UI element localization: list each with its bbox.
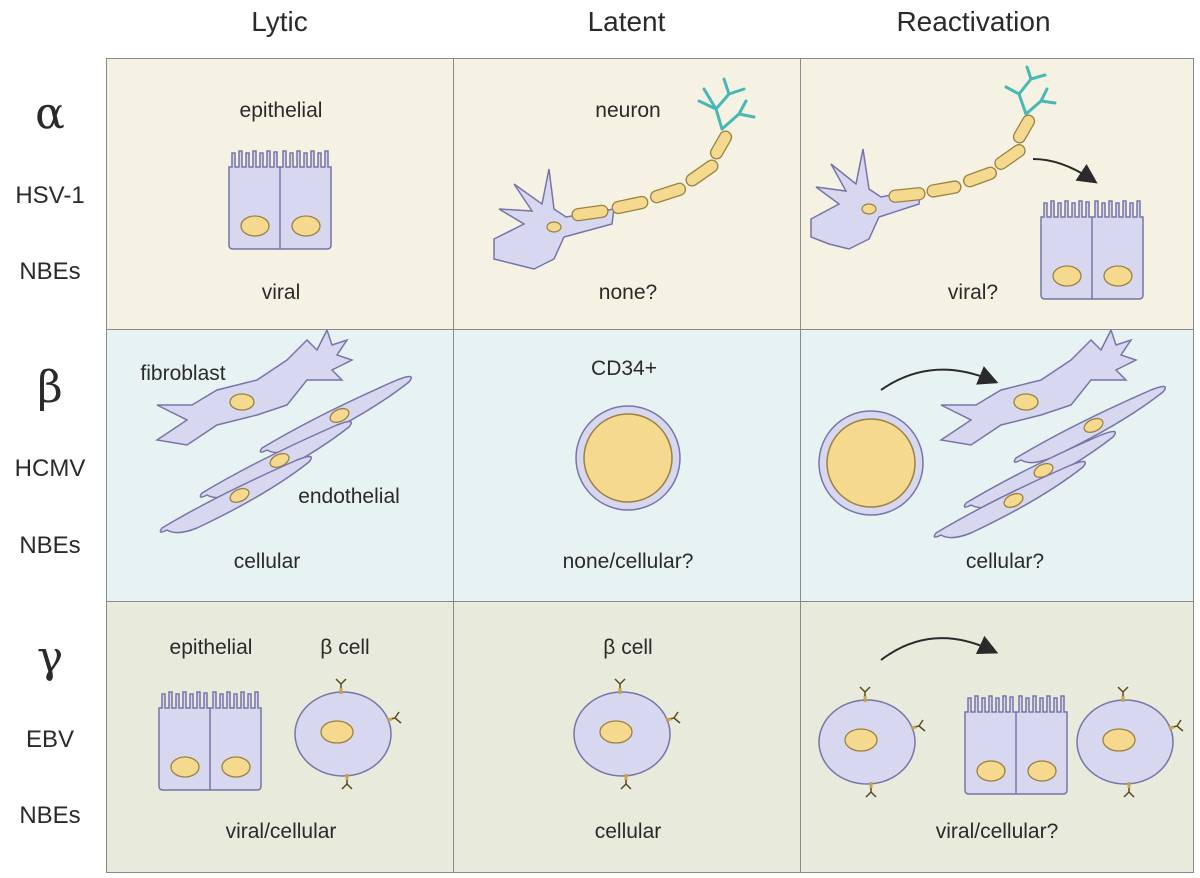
column-header-latent: Latent xyxy=(587,6,666,37)
row-nbes-beta: NBEs xyxy=(19,532,81,559)
b-cell-icon xyxy=(817,685,927,799)
cell-gamma-latent: β cell cellular xyxy=(453,601,801,873)
cell-alpha-reactivation: viral? xyxy=(800,58,1194,330)
nbe-label: cellular? xyxy=(965,550,1045,573)
endothelial-cell-icon xyxy=(159,455,313,534)
cell-type-label: neuron xyxy=(595,99,661,122)
cell-alpha-latent: neuron none? xyxy=(453,58,801,330)
cd34-cell-icon xyxy=(575,405,681,511)
nbe-label: none/cellular? xyxy=(562,550,694,573)
nbe-label: none? xyxy=(598,281,658,304)
cell-type-label: fibroblast xyxy=(140,362,226,385)
reactivation-arrow-icon xyxy=(880,635,999,661)
b-cell-icon xyxy=(293,677,403,791)
b-cell-icon xyxy=(1075,685,1185,799)
cell-type-label: β cell xyxy=(320,636,370,659)
nbe-label: viral xyxy=(261,281,301,304)
nbe-label: cellular xyxy=(594,820,662,843)
cell-gamma-reactivation: viral/cellular? xyxy=(800,601,1194,873)
column-header-reactivation: Reactivation xyxy=(896,6,1051,37)
nbe-label: viral? xyxy=(947,281,999,304)
cell-type-label: CD34+ xyxy=(591,357,657,380)
cell-alpha-lytic: epithelial viral xyxy=(106,58,454,330)
diagram-grid: epithelial viral neuron xyxy=(106,58,1194,873)
column-header-lytic: Lytic xyxy=(251,6,308,37)
neuron-icon xyxy=(493,77,756,270)
cell-type-label: endothelial xyxy=(298,485,400,508)
cell-gamma-lytic: epithelial β cell viral/cellular xyxy=(106,601,454,873)
row-greek-alpha: α xyxy=(35,88,65,139)
reactivation-art xyxy=(818,330,1167,539)
cell-type-label: β cell xyxy=(603,636,653,659)
epithelial-cell-icon xyxy=(964,695,1068,795)
nbe-label: viral/cellular? xyxy=(935,820,1059,843)
cell-type-label: epithelial xyxy=(169,636,253,659)
reactivation-arrow-icon xyxy=(1032,158,1098,184)
cell-beta-lytic: fibroblast endothelial cellular xyxy=(106,329,454,602)
nbe-label: cellular xyxy=(233,550,301,573)
row-virus-beta: HCMV xyxy=(14,455,86,482)
row-greek-beta: β xyxy=(37,362,63,413)
reactivation-gamma-art xyxy=(817,635,1185,799)
nbe-label: viral/cellular xyxy=(225,820,337,843)
cell-beta-latent: CD34+ none/cellular? xyxy=(453,329,801,602)
neuron-icon xyxy=(810,65,1144,300)
row-virus-gamma: EBV xyxy=(25,726,75,753)
row-nbes-gamma: NBEs xyxy=(19,802,81,829)
reactivation-arrow-icon xyxy=(880,366,999,391)
endothelial-cell-icon xyxy=(933,460,1087,539)
row-nbes-alpha: NBEs xyxy=(19,258,81,285)
row-virus-alpha: HSV-1 xyxy=(15,182,85,209)
cell-beta-reactivation: cellular? xyxy=(800,329,1194,602)
row-greek-gamma: γ xyxy=(36,632,64,683)
cell-type-label: epithelial xyxy=(239,99,323,122)
epithelial-cell-icon xyxy=(158,691,262,791)
